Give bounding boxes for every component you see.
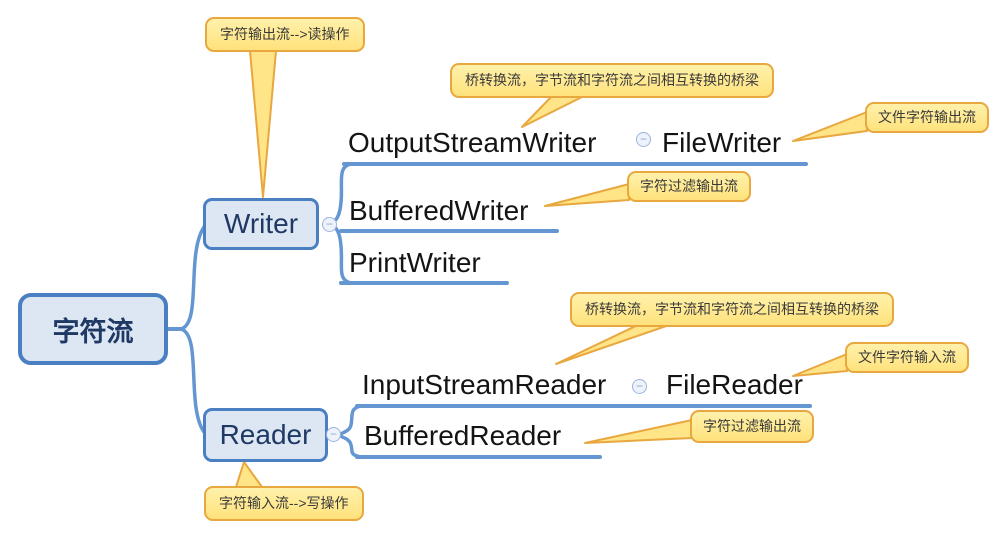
node-reader[interactable]: Reader [203,408,328,462]
callout-tail-reader-note [235,461,263,488]
callout-bufferedreader-note[interactable]: 字符过滤输出流 [690,410,814,443]
collapse-icon-reader[interactable]: − [326,427,341,442]
root-to-reader-connector [179,327,206,434]
topic-bufferedreader[interactable]: BufferedReader [364,420,562,451]
root-to-writer-connector [179,225,206,331]
topic-filereader[interactable]: FileReader [666,369,803,400]
callout-writer-note[interactable]: 字符输出流-->读操作 [205,17,365,52]
topic-bufferedwriter[interactable]: BufferedWriter [349,195,529,226]
callout-bufferedwriter-note[interactable]: 字符过滤输出流 [627,171,751,202]
minus-glyph: − [329,427,337,441]
topic-filewriter[interactable]: FileWriter [662,127,782,158]
callout-tail-bridge-bottom [555,323,673,365]
node-reader-label: Reader [219,419,312,450]
topic-printwriter[interactable]: PrintWriter [349,247,481,278]
callout-tail-bufferedwriter [544,183,630,207]
minus-glyph: − [635,379,643,393]
callout-outputstreamwriter-note[interactable]: 桥转换流，字节流和字符流之间相互转换的桥梁 [450,63,774,98]
callout-tail-filewriter [792,111,868,142]
reader-children-brace [334,404,363,459]
callout-reader-note[interactable]: 字符输入流-->写操作 [204,486,364,521]
node-root[interactable]: 字符流 [18,293,168,365]
node-writer[interactable]: Writer [203,198,319,250]
node-root-label: 字符流 [52,316,134,347]
minus-glyph: − [325,217,333,231]
callout-tail-bufferedreader [584,419,693,444]
topic-outputstreamwriter[interactable]: OutputStreamWriter [348,127,597,158]
callout-filereader-note[interactable]: 文件字符输入流 [845,342,969,373]
minus-glyph: − [639,132,647,146]
collapse-icon-writer[interactable]: − [322,217,337,232]
callout-filewriter-note[interactable]: 文件字符输出流 [865,102,989,133]
collapse-icon-inputstreamreader[interactable]: − [632,379,647,394]
node-writer-label: Writer [223,208,299,239]
callout-tail-writer-note [249,50,277,198]
collapse-icon-outputstreamwriter[interactable]: − [636,132,651,147]
topic-inputstreamreader[interactable]: InputStreamReader [362,369,607,400]
callout-tail-bridge-top [521,95,585,128]
callout-inputstreamreader-note[interactable]: 桥转换流，字节流和字符流之间相互转换的桥梁 [570,292,894,327]
